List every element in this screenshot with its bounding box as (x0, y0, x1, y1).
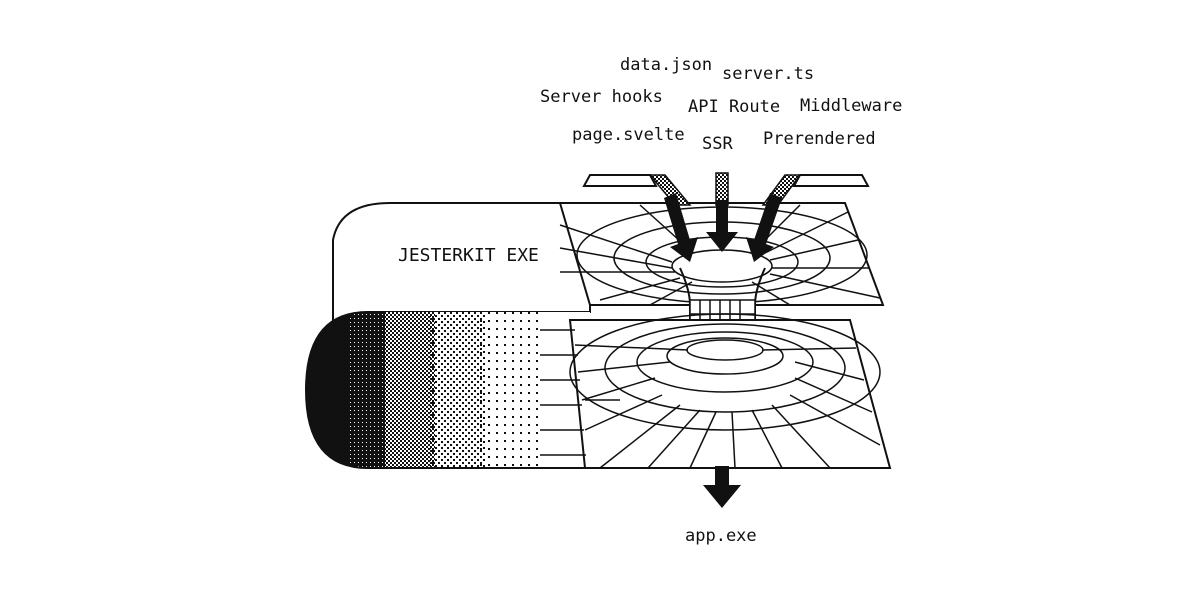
lower-plane (540, 313, 892, 469)
label-api-route: API Route (688, 97, 780, 117)
left-input-arrow (664, 193, 698, 262)
label-server-ts: server.ts (722, 64, 814, 84)
product-label: JESTERKIT EXE (398, 245, 539, 266)
label-data-json: data.json (620, 55, 712, 75)
label-prerendered: Prerendered (763, 129, 876, 149)
output-arrow (703, 466, 741, 508)
label-page-svelte: page.svelte (572, 125, 685, 145)
output-label: app.exe (685, 526, 757, 546)
belt-outline (304, 311, 590, 469)
label-middleware: Middleware (800, 96, 902, 116)
belt-body (332, 202, 591, 333)
right-input-arrow (746, 193, 782, 262)
label-server-hooks: Server hooks (540, 87, 663, 107)
center-input-arrow (706, 200, 738, 252)
belt-dither-gradient (306, 312, 590, 468)
input-arrows (664, 193, 782, 262)
label-ssr: SSR (702, 134, 733, 154)
